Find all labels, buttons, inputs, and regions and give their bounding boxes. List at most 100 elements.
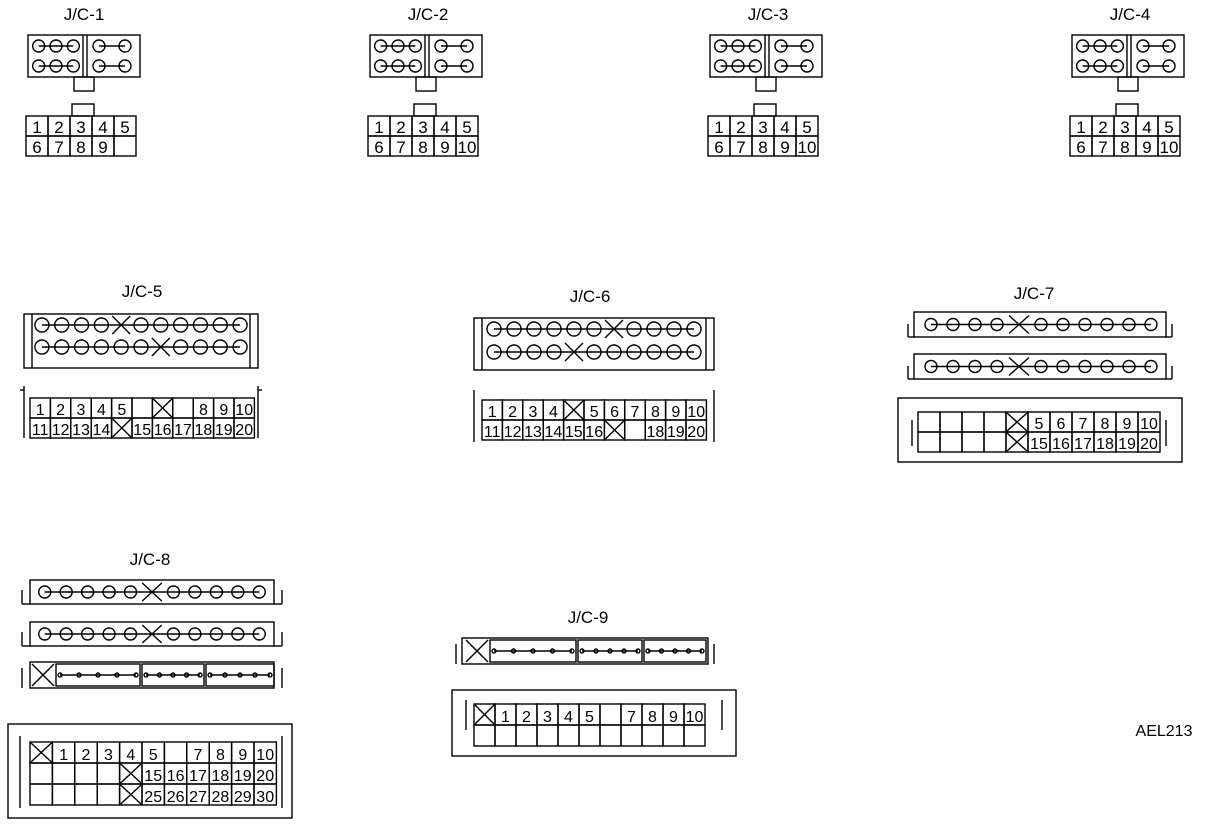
pin-number: 7 (396, 138, 405, 157)
pin-number: 18 (1096, 436, 1114, 453)
pin-number: 16 (154, 422, 172, 439)
pin-number: 2 (56, 402, 65, 419)
connector-housing (907, 353, 1173, 380)
pin-number: 9 (219, 402, 228, 419)
pin-number: 2 (736, 118, 745, 137)
pin-number: 17 (1074, 436, 1092, 453)
empty-cavity-mark (564, 400, 584, 420)
empty-cavity-mark (120, 763, 142, 784)
pin-number: 6 (374, 138, 383, 157)
pin-number: 17 (189, 768, 207, 785)
pin-number: 3 (418, 118, 427, 137)
connector-title: J/C-8 (130, 550, 171, 569)
pin-number: 8 (651, 404, 660, 421)
pin-number: 20 (1140, 436, 1158, 453)
empty-cavity-mark (1006, 432, 1028, 452)
pin-number: 9 (671, 404, 680, 421)
pin-number: 9 (1142, 138, 1151, 157)
pin-number: 19 (234, 768, 252, 785)
pin-number: 8 (648, 709, 657, 726)
pin-number: 15 (1030, 436, 1048, 453)
connector-housing (21, 621, 283, 647)
pin-number: 5 (117, 402, 126, 419)
pin-number: 8 (418, 138, 427, 157)
pin-number: 16 (1052, 436, 1070, 453)
pin-number: 6 (714, 138, 723, 157)
pin-number: 28 (212, 789, 230, 806)
pin-number: 15 (144, 768, 162, 785)
pin-number: 2 (82, 747, 91, 764)
pin-number: 4 (564, 709, 573, 726)
connector-title: J/C-1 (64, 5, 105, 24)
pin-number: 9 (780, 138, 789, 157)
empty-cavity-mark (112, 418, 132, 438)
empty-cavity-mark (152, 398, 173, 418)
pin-number: 15 (133, 422, 151, 439)
empty-cavity-mark (604, 420, 625, 440)
pin-number: 1 (1076, 118, 1085, 137)
pin-number: 6 (32, 138, 41, 157)
pin-number: 12 (52, 422, 70, 439)
pin-number: 14 (545, 424, 563, 441)
connector-title: J/C-7 (1014, 284, 1055, 303)
pin-number: 29 (234, 789, 252, 806)
pin-number: 4 (780, 118, 789, 137)
pin-number: 4 (97, 402, 106, 419)
pin-number: 25 (144, 789, 162, 806)
pin-number: 30 (256, 789, 274, 806)
pin-number: 4 (98, 118, 107, 137)
pin-number: 9 (440, 138, 449, 157)
pin-number: 19 (667, 424, 685, 441)
pin-number: 5 (590, 404, 599, 421)
pin-number: 7 (1098, 138, 1107, 157)
pin-number: 20 (256, 768, 274, 785)
pin-number: 6 (1057, 416, 1066, 433)
pin-number: 9 (98, 138, 107, 157)
pin-number: 18 (195, 422, 213, 439)
pin-number: 3 (1120, 118, 1129, 137)
pin-number: 5 (802, 118, 811, 137)
pin-number: 7 (631, 404, 640, 421)
pin-number: 16 (585, 424, 603, 441)
pin-number: 9 (669, 709, 678, 726)
pin-number: 20 (687, 424, 705, 441)
pin-number: 10 (458, 138, 477, 157)
pin-number: 3 (758, 118, 767, 137)
pin-number: 27 (189, 789, 207, 806)
pin-number: 5 (1035, 416, 1044, 433)
pin-number: 1 (32, 118, 41, 137)
pin-number: 17 (174, 422, 192, 439)
pin-number: 1 (501, 709, 510, 726)
pin-number: 26 (167, 789, 185, 806)
pin-number: 8 (199, 402, 208, 419)
pin-number: 10 (1140, 416, 1158, 433)
pin-number: 11 (484, 424, 501, 441)
pin-number: 3 (543, 709, 552, 726)
pin-number: 2 (508, 404, 517, 421)
pin-number: 10 (256, 747, 274, 764)
pin-number: 18 (647, 424, 665, 441)
pin-number: 7 (627, 709, 636, 726)
empty-cavity-mark (1006, 412, 1028, 432)
pin-number: 9 (1123, 416, 1132, 433)
pin-number: 10 (686, 709, 704, 726)
pin-number: 4 (440, 118, 449, 137)
figure-code: AEL213 (1136, 723, 1193, 740)
pin-number: 4 (1142, 118, 1151, 137)
pin-number: 13 (72, 422, 90, 439)
pin-number: 1 (59, 747, 68, 764)
pin-number: 8 (76, 138, 85, 157)
pin-number: 19 (1118, 436, 1136, 453)
connector-title: J/C-2 (408, 5, 449, 24)
pin-number: 1 (36, 402, 45, 419)
pin-number: 16 (167, 768, 185, 785)
empty-cavity-mark (474, 704, 495, 725)
